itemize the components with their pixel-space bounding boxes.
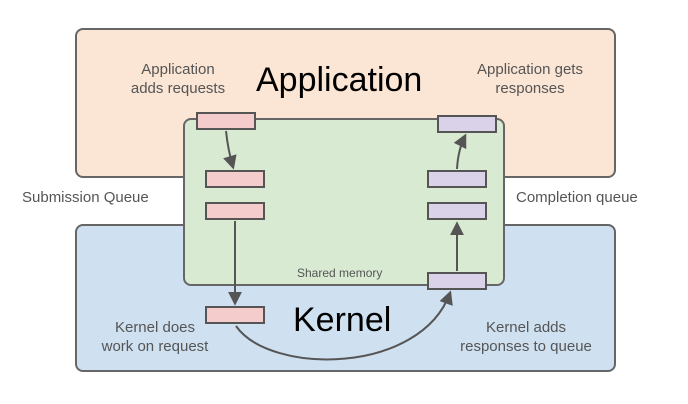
completion-queue-label: Completion queue [516, 189, 638, 206]
completion-entry [427, 202, 487, 220]
shared-memory-label: Shared memory [297, 266, 383, 280]
submission-entry [205, 202, 265, 220]
completion-entry [427, 170, 487, 188]
application-title: Application [256, 61, 423, 99]
submission-entry-incoming [196, 112, 256, 130]
completion-entry-incoming [427, 272, 487, 290]
kernel-title: Kernel [293, 301, 392, 339]
submission-entry [205, 170, 265, 188]
note-kernel-adds-responses: Kernel adds responses to queue [460, 319, 592, 355]
note-app-adds-requests: Application adds requests [130, 61, 226, 97]
completion-entry-outgoing [437, 115, 497, 133]
submission-entry-dequeued [205, 306, 265, 324]
submission-queue-label: Submission Queue [22, 189, 149, 206]
note-app-gets-responses: Application gets responses [477, 61, 583, 97]
note-kernel-does-work: Kernel does work on request [101, 319, 209, 355]
